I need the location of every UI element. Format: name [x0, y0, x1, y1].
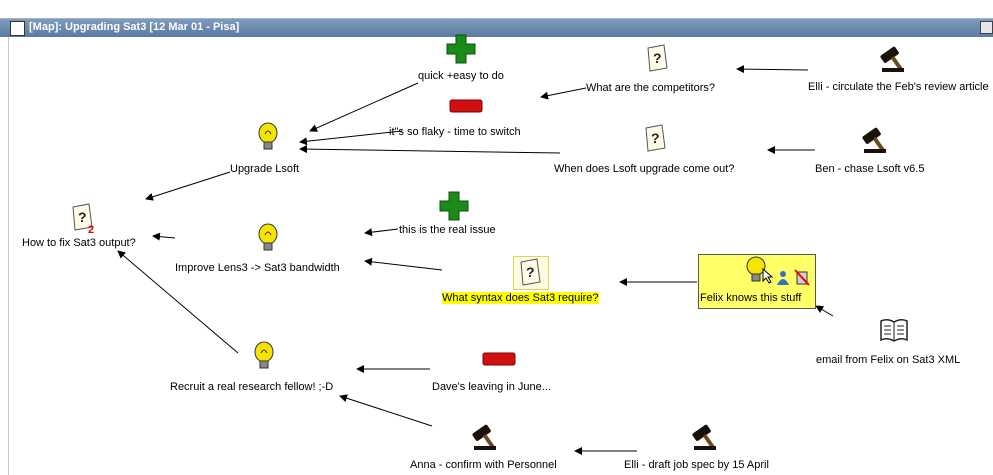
idea-lightbulb-icon[interactable]: [744, 256, 768, 286]
link: [364, 257, 443, 271]
idea-lightbulb-icon[interactable]: [256, 223, 280, 255]
link: [299, 145, 561, 154]
node-label-con-flaky[interactable]: it"s so flaky - time to switch: [389, 126, 521, 138]
question-icon[interactable]: ?: [70, 203, 94, 231]
link: [540, 87, 587, 100]
node-label-pro-real-issue[interactable]: this is the real issue: [399, 224, 496, 236]
pro-plus-icon[interactable]: [446, 34, 476, 64]
link: [815, 305, 834, 317]
node-label-act-elli-circulate[interactable]: Elli - circulate the Feb's review articl…: [808, 81, 989, 93]
con-minus-icon[interactable]: [482, 352, 516, 366]
link: [117, 250, 239, 354]
node-label-q-competitors[interactable]: What are the competitors?: [586, 82, 716, 94]
idea-lightbulb-icon[interactable]: [256, 122, 280, 154]
node-label-q-syntax[interactable]: What syntax does Sat3 require?: [442, 292, 599, 304]
node-label-idea-improve-lens[interactable]: Improve Lens3 -> Sat3 bandwidth: [175, 262, 340, 274]
question-icon[interactable]: ?: [643, 124, 667, 152]
reference-book-icon[interactable]: [880, 318, 908, 342]
person-icon[interactable]: [776, 270, 790, 286]
child-count-badge: 2: [88, 224, 95, 236]
node-label-con-dave[interactable]: Dave's leaving in June...: [432, 381, 551, 393]
node-label-ref-email[interactable]: email from Felix on Sat3 XML: [816, 354, 961, 366]
node-label-q-how-fix[interactable]: How to fix Sat3 output?: [22, 237, 136, 249]
node-label-pro-quick[interactable]: quick +easy to do: [418, 70, 504, 82]
svg-text:?: ?: [526, 264, 535, 280]
node-label-q-lsoft-upgrade[interactable]: When does Lsoft upgrade come out?: [554, 163, 735, 175]
svg-text:?: ?: [78, 209, 87, 225]
node-label-act-elli-draft[interactable]: Elli - draft job spec by 15 April: [624, 459, 769, 471]
link: [339, 394, 433, 427]
map-canvas[interactable]: [0, 37, 993, 475]
mouse-cursor-icon: [762, 268, 774, 284]
pro-plus-icon[interactable]: [439, 191, 469, 221]
link: [145, 171, 231, 201]
map-icon: [10, 21, 25, 36]
node-label-idea-recruit[interactable]: Recruit a real research fellow! ;-D: [170, 381, 334, 393]
svg-text:?: ?: [653, 50, 662, 66]
question-icon[interactable]: ?: [518, 258, 542, 286]
delete-icon[interactable]: [794, 268, 810, 286]
gavel-icon[interactable]: [690, 422, 724, 452]
gavel-icon[interactable]: [878, 44, 912, 74]
gavel-icon[interactable]: [860, 125, 894, 155]
gavel-icon[interactable]: [470, 422, 504, 452]
node-label-act-ben-chase[interactable]: Ben - chase Lsoft v6.5: [815, 163, 925, 175]
link: [299, 130, 403, 146]
con-minus-icon[interactable]: [449, 99, 483, 113]
link: [309, 82, 419, 132]
canvas-left-border: [0, 37, 9, 475]
node-label-act-anna[interactable]: Anna - confirm with Personnel: [410, 459, 557, 471]
link: [364, 228, 399, 237]
window-title: [Map]: Upgrading Sat3 [12 Mar 01 - Pisa]: [29, 21, 240, 33]
idea-lightbulb-icon[interactable]: [252, 341, 276, 373]
question-icon[interactable]: ?: [645, 44, 669, 72]
node-label-idea-upgrade-lsoft[interactable]: Upgrade Lsoft: [230, 163, 300, 175]
link: [736, 65, 809, 74]
svg-text:?: ?: [651, 130, 660, 146]
link: [152, 232, 176, 241]
node-label-idea-felix[interactable]: Felix knows this stuff: [700, 292, 802, 304]
